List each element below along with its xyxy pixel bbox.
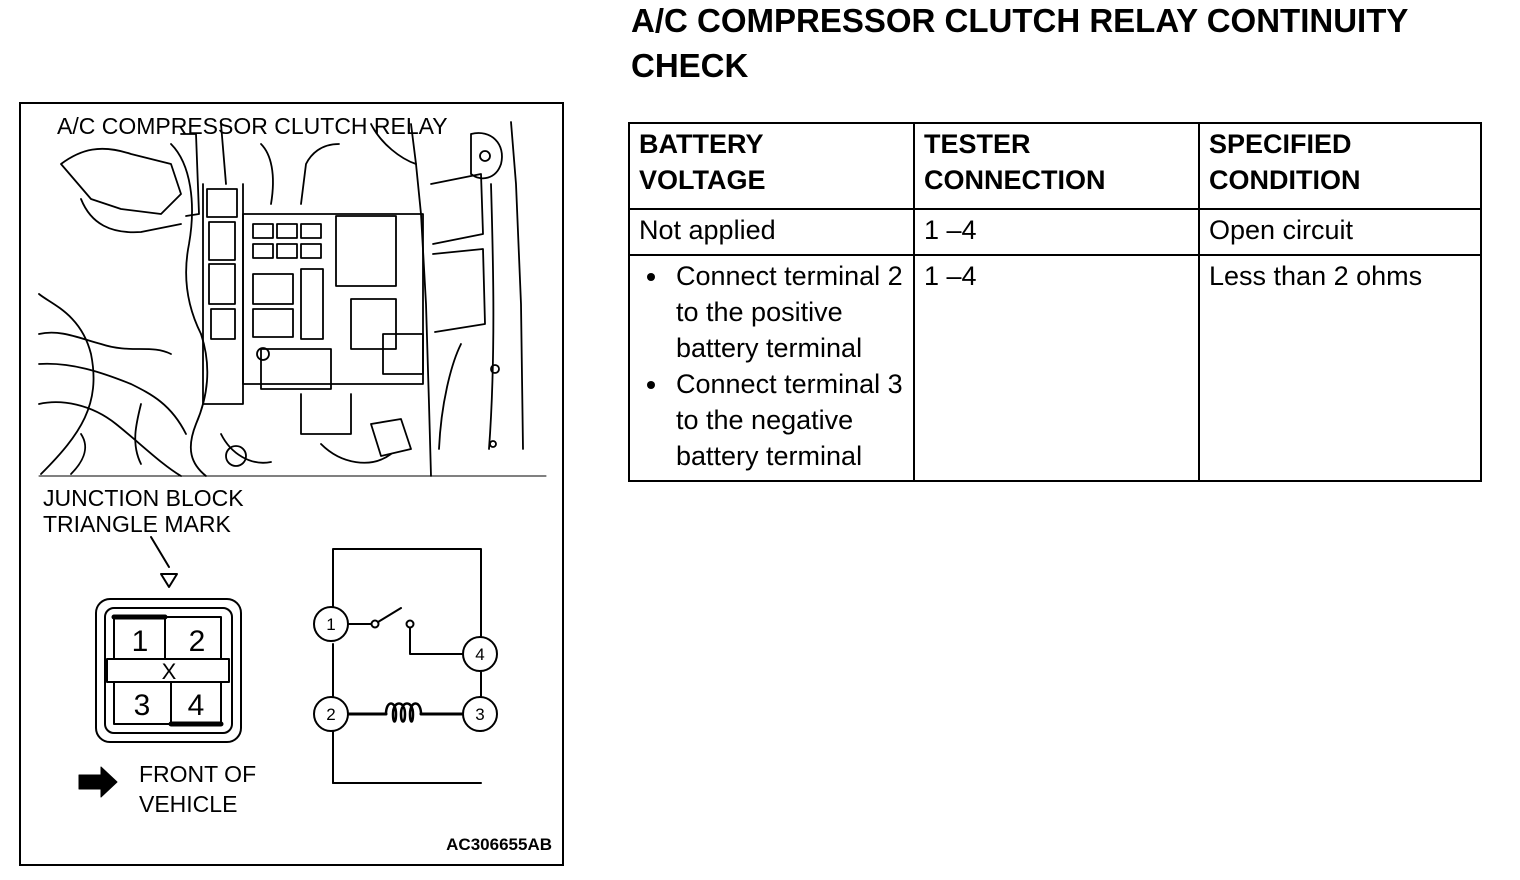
relay-location-figure: 1 2 3 4 X 1 xyxy=(19,102,564,866)
cell-tester-connection: 1 –4 xyxy=(913,254,1200,482)
connector-center-mark: X xyxy=(162,659,177,684)
leader-line xyxy=(150,536,170,568)
front-arrow-icon xyxy=(78,766,118,798)
relay-callout-label: A/C COMPRESSOR CLUTCH RELAY xyxy=(57,113,448,139)
list-item: Connect terminal 3 to the negative batte… xyxy=(670,366,905,474)
engine-bay-illustration: 1 2 3 4 X 1 xyxy=(38,121,547,798)
relay-circuit-schematic xyxy=(313,548,498,784)
front-label-line-2: VEHICLE xyxy=(139,791,238,817)
header-battery-voltage-line-2: VOLTAGE xyxy=(639,165,766,195)
list-item: Connect terminal 2 to the positive batte… xyxy=(670,258,905,366)
table-header-row: BATTERY VOLTAGE TESTER CONNECTION SPECIF… xyxy=(628,122,1482,210)
junction-label-line-2: TRIANGLE MARK xyxy=(43,511,231,537)
header-tester-connection-line-2: CONNECTION xyxy=(924,165,1106,195)
table-row: Connect terminal 2 to the positive batte… xyxy=(628,254,1482,482)
header-specified-condition-line-2: CONDITION xyxy=(1209,165,1361,195)
connector-terminal-3: 3 xyxy=(134,689,151,722)
page-title: A/C COMPRESSOR CLUTCH RELAY CONTINUITY C… xyxy=(631,2,1408,84)
header-specified-condition: SPECIFIED CONDITION xyxy=(1198,122,1482,210)
header-specified-condition-line-1: SPECIFIED xyxy=(1209,129,1352,159)
connector-terminal-4: 4 xyxy=(188,689,205,722)
cell-battery-voltage: Not applied xyxy=(628,208,915,256)
header-tester-connection: TESTER CONNECTION xyxy=(913,122,1200,210)
figure-code: AC306655AB xyxy=(446,835,552,854)
circuit-terminal-3: 3 xyxy=(475,705,484,724)
table-row: Not applied 1 –4 Open circuit xyxy=(628,208,1482,256)
triangle-mark-icon xyxy=(160,573,178,588)
junction-block-callout: JUNCTION BLOCK TRIANGLE MARK xyxy=(43,485,244,537)
front-label-line-1: FRONT OF xyxy=(139,761,257,787)
cell-battery-voltage: Connect terminal 2 to the positive batte… xyxy=(628,254,915,482)
header-battery-voltage: BATTERY VOLTAGE xyxy=(628,122,915,210)
continuity-check-table: BATTERY VOLTAGE TESTER CONNECTION SPECIF… xyxy=(628,122,1482,482)
engine-bay-drawing xyxy=(38,121,547,477)
front-of-vehicle-label: FRONT OF VEHICLE xyxy=(139,759,256,819)
circuit-terminal-1: 1 xyxy=(326,615,335,634)
header-battery-voltage-line-1: BATTERY xyxy=(639,129,764,159)
cell-tester-connection: 1 –4 xyxy=(913,208,1200,256)
cell-specified-condition: Open circuit xyxy=(1198,208,1482,256)
cell-specified-condition: Less than 2 ohms xyxy=(1198,254,1482,482)
voltage-steps-list: Connect terminal 2 to the positive batte… xyxy=(639,258,905,474)
circuit-terminal-2: 2 xyxy=(326,705,335,724)
header-tester-connection-line-1: TESTER xyxy=(924,129,1031,159)
connector-terminal-2: 2 xyxy=(189,625,206,658)
circuit-terminal-4: 4 xyxy=(475,645,484,664)
connector-terminal-1: 1 xyxy=(132,625,149,658)
junction-label-line-1: JUNCTION BLOCK xyxy=(43,485,244,511)
relay-connector-diagram xyxy=(95,598,242,743)
